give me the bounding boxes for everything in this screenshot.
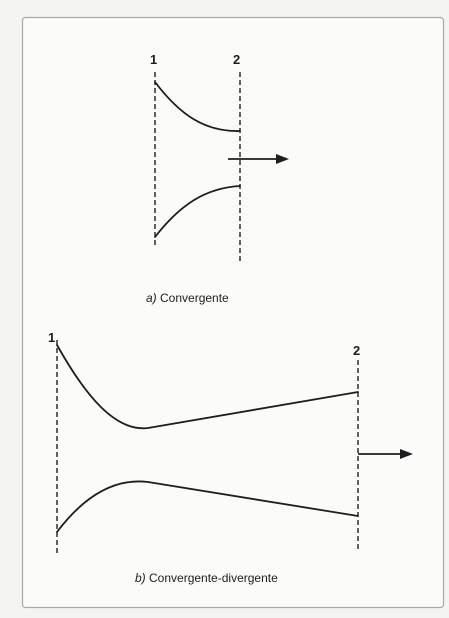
station-2-label-b: 2 — [353, 343, 360, 358]
caption-b: b) Convergente-divergente — [135, 571, 278, 585]
station-2-label-a: 2 — [233, 52, 240, 67]
converging-nozzle-diagram: 1 2 a) Convergente — [146, 52, 289, 305]
flow-arrow-a — [228, 154, 289, 164]
station-1-label-b: 1 — [48, 330, 55, 345]
upper-wall-b — [56, 344, 359, 430]
upper-wall-a — [154, 81, 241, 132]
converging-diverging-nozzle-diagram: 1 2 b) Convergente-divergente — [48, 330, 413, 585]
lower-wall-a — [154, 185, 241, 238]
station-1-label-a: 1 — [150, 52, 157, 67]
lower-wall-b — [56, 480, 359, 533]
caption-a: a) Convergente — [146, 291, 229, 305]
figure-frame — [21, 16, 445, 609]
flow-arrow-b — [358, 449, 413, 459]
